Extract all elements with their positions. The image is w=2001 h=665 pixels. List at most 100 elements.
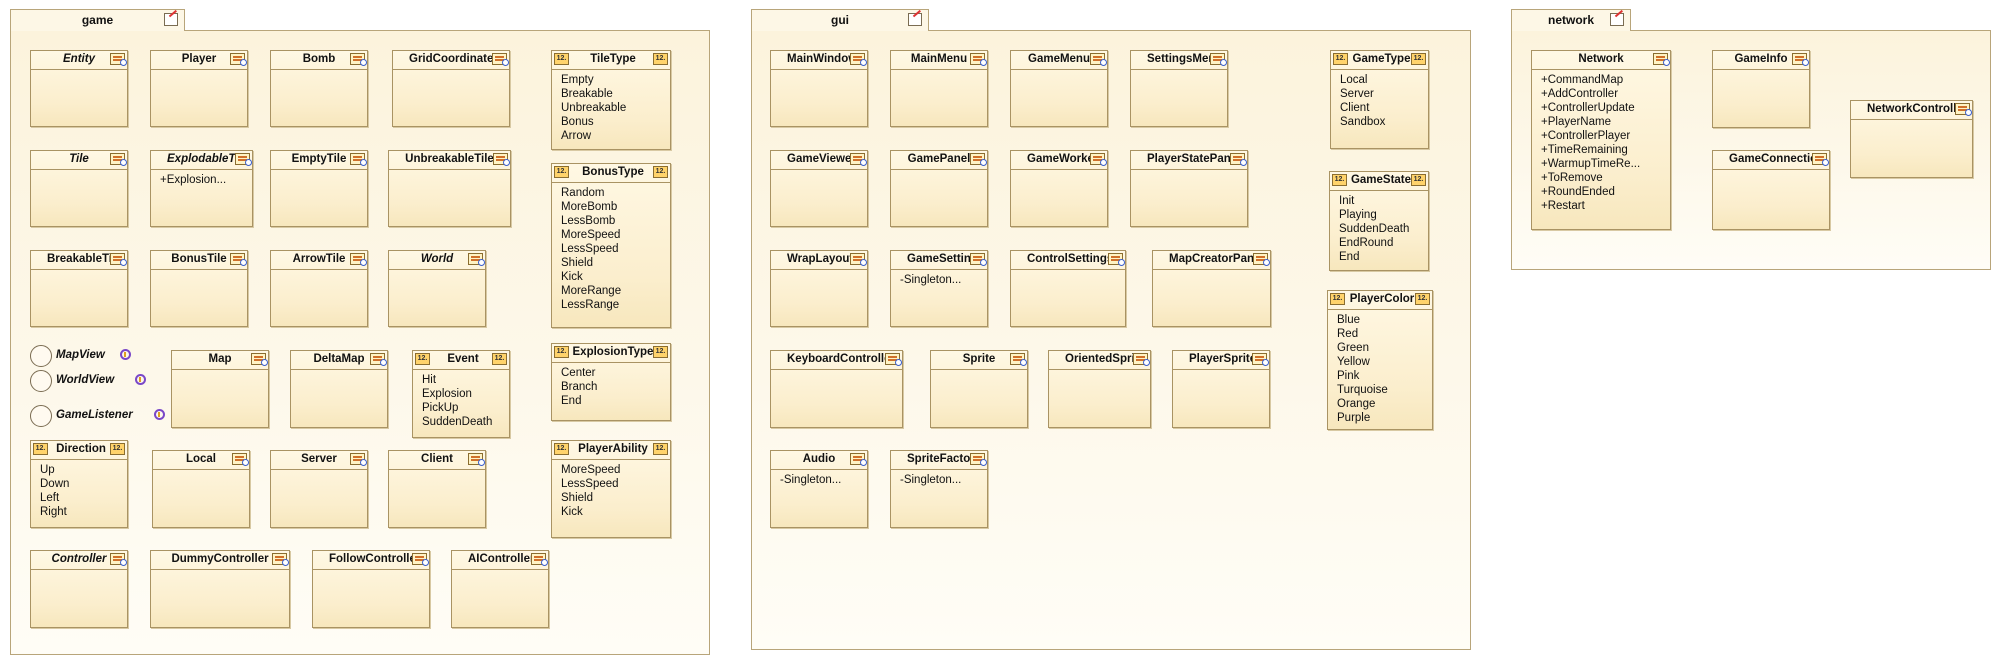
class-map-creator-panel[interactable]: MapCreatorPanel — [1152, 250, 1271, 327]
class-game-viewer[interactable]: GameViewer — [770, 150, 868, 227]
class-members — [291, 370, 387, 376]
interface-map-view[interactable]: MapView — [30, 345, 138, 367]
class-explodable-tile[interactable]: ExplodableTile+Explosion... — [150, 150, 253, 227]
class-local[interactable]: Local — [152, 450, 250, 528]
class-unbreakable-tile[interactable]: UnbreakableTile — [388, 150, 511, 227]
class-delta-map[interactable]: DeltaMap — [290, 350, 388, 428]
class-dummy-controller[interactable]: DummyController — [150, 550, 290, 628]
class-members — [1011, 70, 1107, 76]
class-aicontroller[interactable]: AIController — [451, 550, 549, 628]
class-game-panel[interactable]: GamePanel — [890, 150, 988, 227]
class-members — [271, 170, 367, 176]
interface-world-view[interactable]: WorldView — [30, 370, 153, 392]
class-settings-menu[interactable]: SettingsMenu — [1130, 50, 1228, 127]
interface-type-icon — [135, 374, 146, 385]
class-name-header: Tile — [31, 151, 127, 170]
class-game-connection[interactable]: GameConnection — [1712, 150, 1830, 230]
class-name-header: Local — [153, 451, 249, 470]
class-grid-coordinates[interactable]: GridCoordinates — [392, 50, 510, 127]
enum-literal: Left — [40, 492, 60, 504]
class-game-info[interactable]: GameInfo — [1712, 50, 1810, 128]
class-sprite-factory[interactable]: SpriteFactory-Singleton... — [890, 450, 988, 528]
class-map[interactable]: Map — [171, 350, 269, 428]
class-name: DummyController — [171, 553, 269, 565]
class-bonus-tile[interactable]: BonusTile — [150, 250, 248, 327]
class-name-header: Bomb — [271, 51, 367, 70]
class-compartment-icon — [1812, 153, 1829, 166]
interface-game-listener[interactable]: GameListener — [30, 405, 172, 427]
class-member: +ControllerPlayer — [1541, 130, 1631, 142]
class-wrap-layout[interactable]: WrapLayout — [770, 250, 868, 327]
class-breakable-tile[interactable]: BreakableTile — [30, 250, 128, 327]
class-compartment-icon — [850, 53, 867, 66]
class-main-menu[interactable]: MainMenu — [890, 50, 988, 127]
class-name: GameViewer — [787, 153, 856, 165]
class-member: +Explosion... — [160, 174, 227, 186]
class-player-sprite[interactable]: PlayerSprite — [1172, 350, 1270, 428]
class-empty-tile[interactable]: EmptyTile — [270, 150, 368, 227]
class-player[interactable]: Player — [150, 50, 248, 127]
class-server[interactable]: Server — [270, 450, 368, 528]
class-game-settings[interactable]: GameSettings-Singleton... — [890, 250, 988, 327]
package-gui-tab[interactable]: gui — [751, 9, 929, 31]
class-compartment-icon — [970, 53, 987, 66]
enum-type-icon: 12. — [653, 346, 668, 358]
class-name: ArrowTile — [292, 253, 346, 265]
class-member: +WarmupTimeRe... — [1541, 158, 1641, 170]
enum-type-icon: 12. — [554, 346, 569, 358]
class-members — [31, 170, 127, 176]
enum-type-icon: 12. — [1332, 174, 1347, 186]
class-bomb[interactable]: Bomb — [270, 50, 368, 127]
enum-literal: Bonus — [561, 116, 594, 128]
package-game-tab[interactable]: game — [10, 9, 185, 31]
class-arrow-tile[interactable]: ArrowTile — [270, 250, 368, 327]
class-world[interactable]: World — [388, 250, 486, 327]
enum-literal: Green — [1337, 342, 1369, 354]
class-compartment-icon — [1253, 253, 1270, 266]
package-edit-icon — [164, 13, 178, 26]
class-network[interactable]: Network+CommandMap+AddController+Control… — [1531, 50, 1671, 230]
class-compartment-icon — [970, 253, 987, 266]
package-network-tab[interactable]: network — [1511, 9, 1631, 31]
class-client[interactable]: Client — [388, 450, 486, 528]
class-main-window[interactable]: MainWindow — [770, 50, 868, 127]
class-network-controller[interactable]: NetworkController — [1850, 100, 1973, 178]
class-members — [1713, 70, 1809, 76]
class-compartment-icon — [1792, 53, 1809, 66]
class-oriented-sprite[interactable]: OrientedSprite — [1048, 350, 1151, 428]
enum-literal: Shield — [561, 492, 593, 504]
enum-literal: Yellow — [1337, 356, 1370, 368]
class-members — [891, 170, 987, 176]
class-sprite[interactable]: Sprite — [930, 350, 1028, 428]
enum-type-icon: 12. — [33, 443, 48, 455]
class-entity[interactable]: Entity — [30, 50, 128, 127]
class-name-header: Audio — [771, 451, 867, 470]
class-player-state-panel[interactable]: PlayerStatePanel — [1130, 150, 1248, 227]
enum-type-icon: 12. — [415, 353, 430, 365]
class-controller[interactable]: Controller — [30, 550, 128, 628]
class-keyboard-controller[interactable]: KeyboardController — [770, 350, 903, 428]
class-control-settings[interactable]: ControlSettings — [1010, 250, 1126, 327]
class-compartment-icon — [251, 353, 268, 366]
class-follow-controller[interactable]: FollowController — [312, 550, 430, 628]
class-game-menu[interactable]: GameMenu — [1010, 50, 1108, 127]
class-game-worker[interactable]: GameWorker — [1010, 150, 1108, 227]
class-audio[interactable]: Audio-Singleton... — [770, 450, 868, 528]
class-tile[interactable]: Tile — [30, 150, 128, 227]
enum-literal: Explosion — [422, 388, 472, 400]
class-compartment-icon — [970, 153, 987, 166]
enum-literal: Pink — [1337, 370, 1360, 382]
enum-literal: Orange — [1337, 398, 1376, 410]
class-name-header: UnbreakableTile — [389, 151, 510, 170]
